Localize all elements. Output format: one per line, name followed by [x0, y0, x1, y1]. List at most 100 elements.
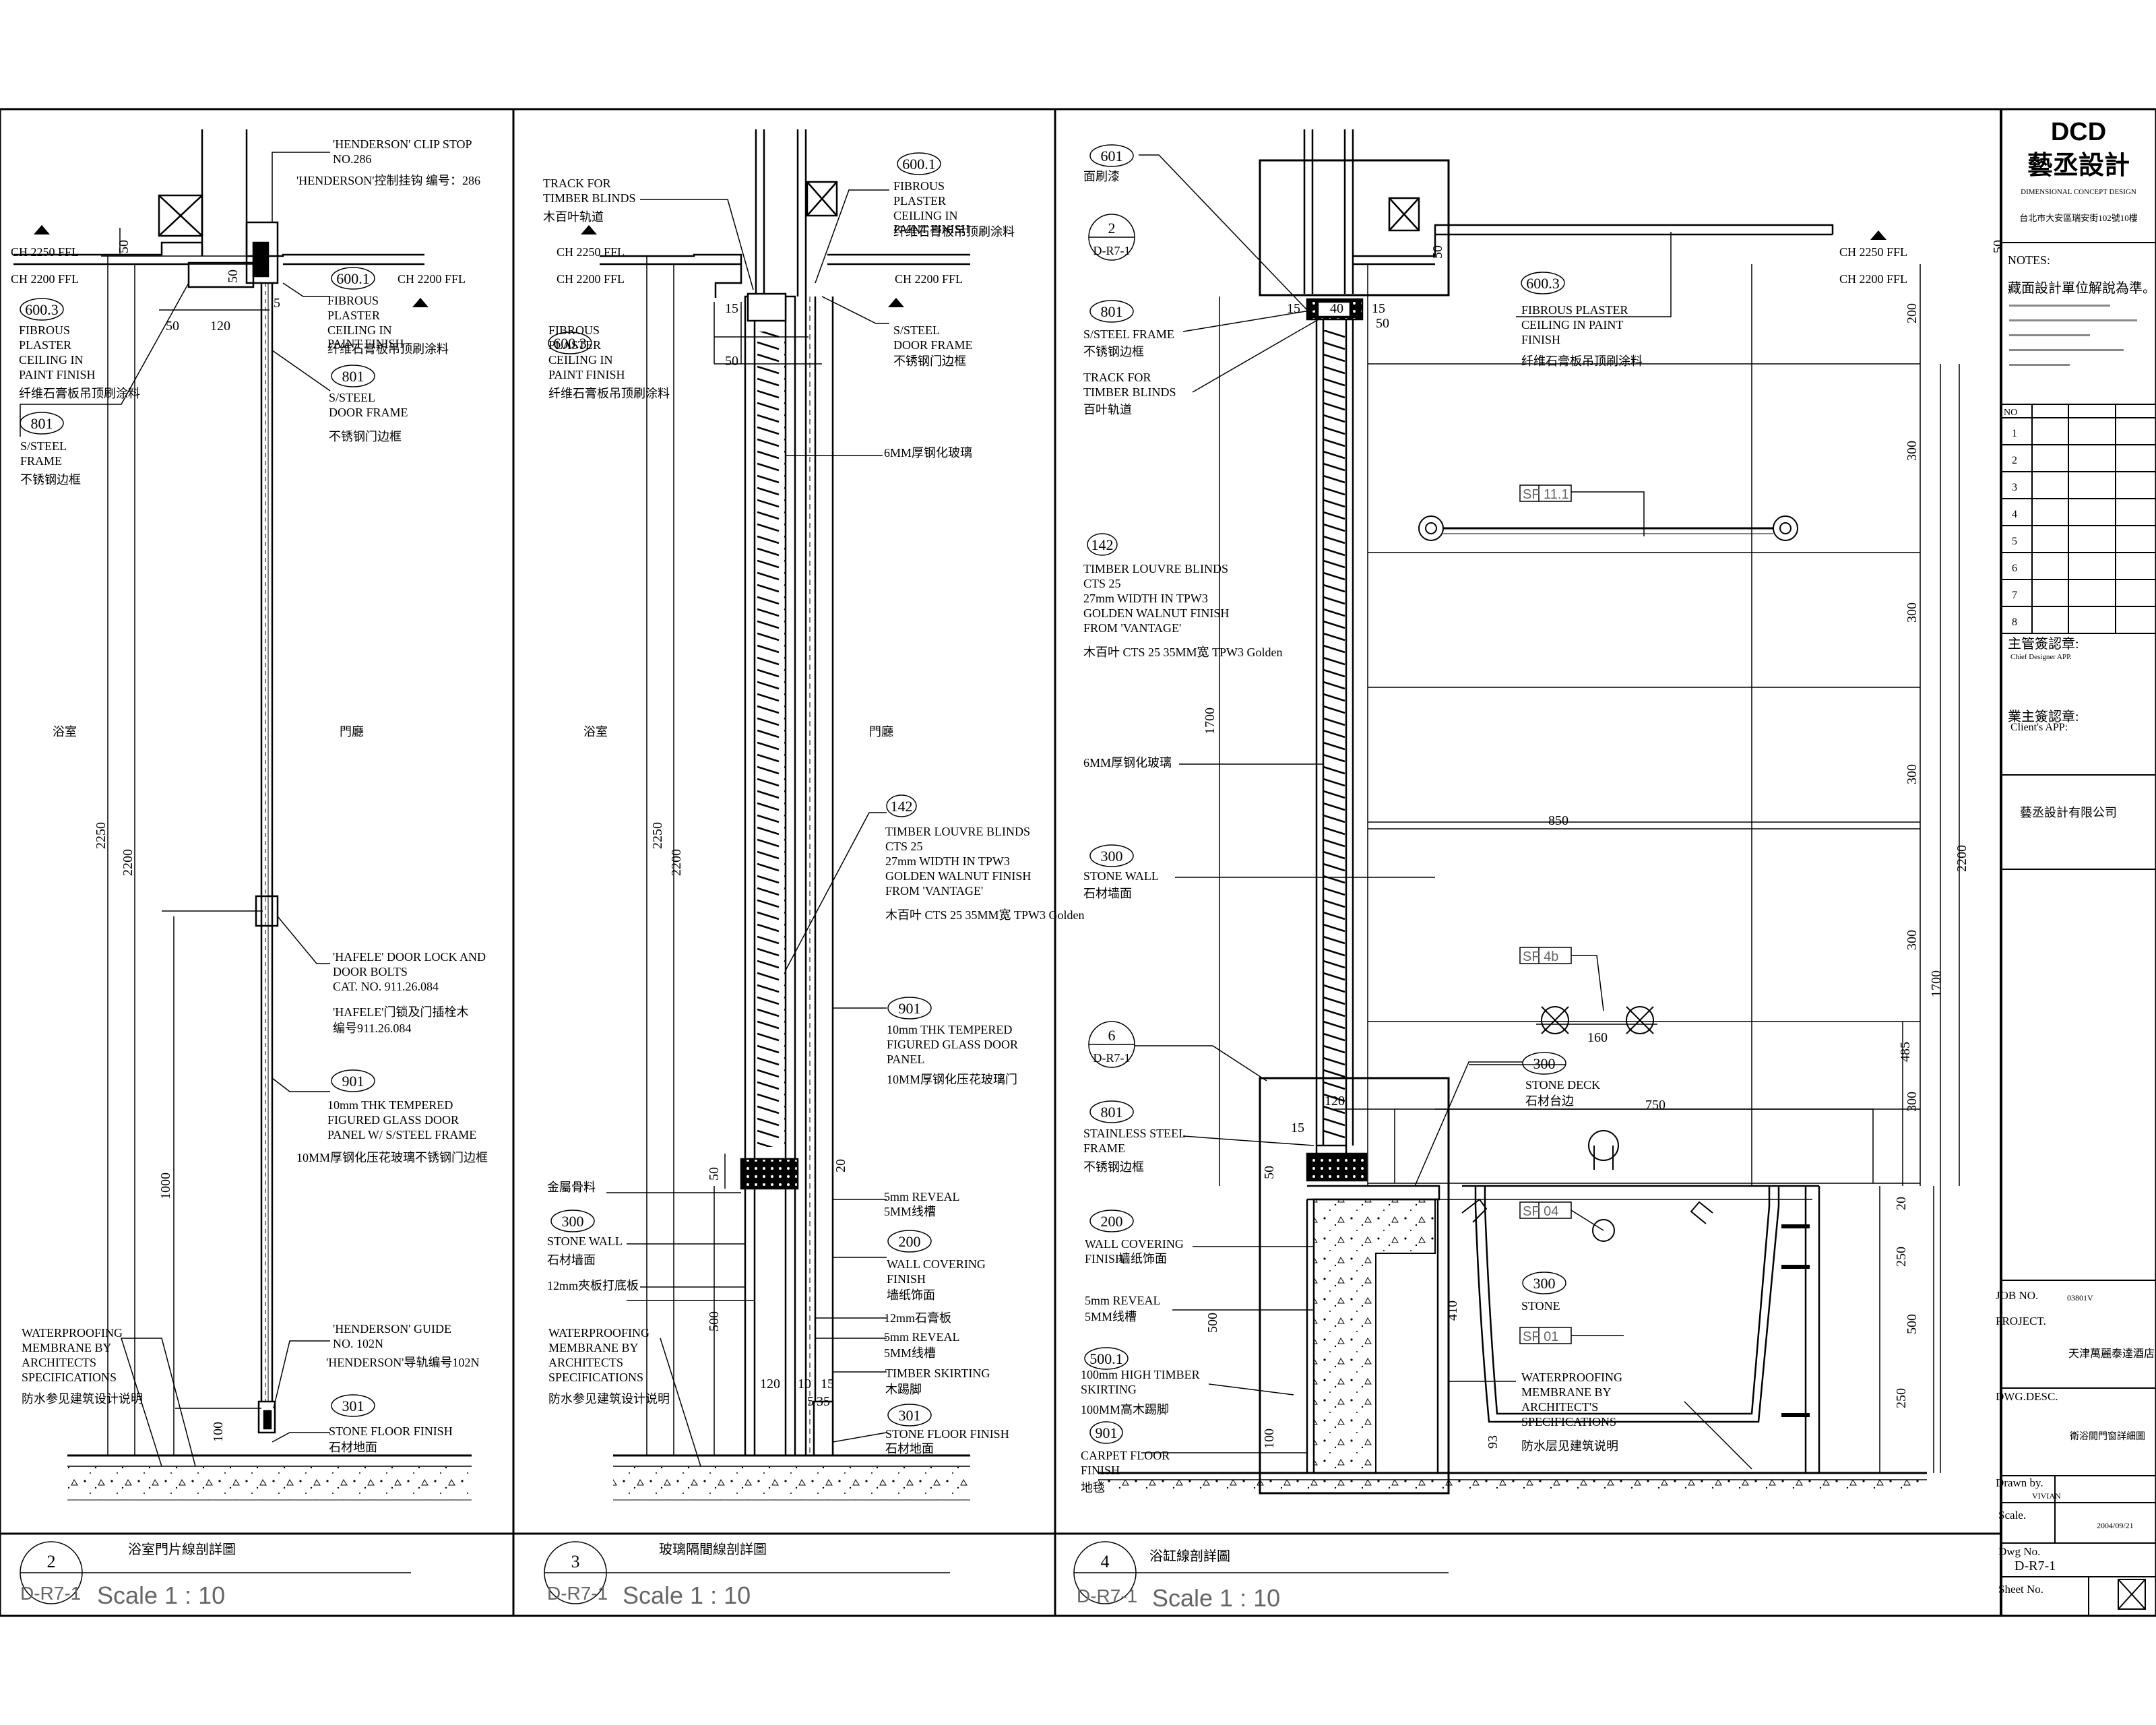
- note-ss-door-frame: DOOR FRAME: [329, 406, 408, 419]
- note-reveal: 5mm REVEAL: [884, 1190, 960, 1203]
- detail-4-levels: CH 2250 FFL CH 2200 FFL: [1839, 230, 1907, 286]
- company-name-cn: 藝丞設計: [2027, 152, 2130, 180]
- tag-300: 300: [562, 1213, 584, 1230]
- revision-number: 6: [2012, 563, 2017, 574]
- note-track: TRACK FOR: [1083, 371, 1151, 384]
- note-fp-right-cn: 纤维石膏板吊顶刷涂料: [327, 342, 449, 356]
- drawing-date: 2004/09/21: [2097, 1521, 2134, 1530]
- dim-120: 120: [210, 319, 230, 334]
- tag-600-3: 600.3: [25, 301, 59, 318]
- callout-6-ref: D-R7-1: [1093, 1051, 1131, 1065]
- note-track-cn: 百叶轨道: [1083, 403, 1132, 416]
- detail-4-dimensions: 1700 2200 1700 850 160 750 485 410 500 2…: [1203, 240, 2006, 1449]
- note-waterproofing: MEMBRANE BY: [1521, 1385, 1612, 1399]
- company-address: 台北市大安區瑞安街102號10樓: [2019, 213, 2138, 223]
- dim-50-left: 50: [166, 319, 179, 334]
- tag-600-1: 600.1: [902, 156, 936, 172]
- detail-3-caption: 3 D-R7-1 Scale 1 : 10 玻璃隔間線剖詳圖: [544, 1541, 950, 1609]
- detail-4-caption: 4 D-R7-1 Scale 1 : 10 浴缸線剖詳圖: [1073, 1541, 1449, 1612]
- dim-5: 5: [807, 1394, 814, 1409]
- note-skirting: 100mm HIGH TIMBER: [1081, 1368, 1200, 1381]
- level-ch-2250: CH 2250 FFL: [1839, 245, 1907, 259]
- project-label: PROJECT.: [1996, 1315, 2046, 1327]
- dwg-no-label: Dwg No.: [1998, 1545, 2040, 1558]
- sf-tag-01: SF 01: [1523, 1329, 1558, 1344]
- detail-3-notes: TRACK FOR TIMBER BLINDS 木百叶轨道 FIBROUS PL…: [543, 177, 1085, 1455]
- caption-ref: D-R7-1: [20, 1583, 81, 1604]
- note-6mm-glass: 6MM厚钢化玻璃: [884, 446, 972, 460]
- tag-500-1: 500.1: [1089, 1350, 1123, 1367]
- detail-2-tags: [20, 267, 375, 1417]
- note-reveal: 5mm REVEAL: [1085, 1294, 1161, 1307]
- caption-scale: Scale 1 : 10: [623, 1581, 751, 1609]
- room-label-bath: 浴室: [583, 725, 608, 739]
- dim-15-b: 15: [821, 1377, 834, 1391]
- level-ch-2200-right: CH 2200 FFL: [398, 272, 466, 286]
- caption-ref: D-R7-1: [547, 1583, 608, 1604]
- note-stone-wall-cn: 石材墙面: [1083, 887, 1132, 900]
- tag-801: 801: [31, 415, 53, 432]
- sf-tag-04: SF 04: [1523, 1204, 1558, 1219]
- revision-number: 7: [2012, 590, 2017, 601]
- note-plywood: 12mm夾板打底板: [547, 1279, 639, 1292]
- note-ss-door-frame-cn: 不锈钢门边框: [893, 354, 966, 368]
- dim-100: 100: [1262, 1429, 1277, 1449]
- tag-200: 200: [899, 1233, 921, 1250]
- note-fp-right: CEILING IN: [893, 209, 957, 222]
- job-no: 03801V: [2067, 1293, 2093, 1303]
- note-waterproofing-cn: 防水参见建筑设计说明: [548, 1392, 670, 1406]
- note-ss-door-frame: S/STEEL: [329, 391, 375, 404]
- caption-number: 4: [1101, 1552, 1110, 1571]
- tag-300: 300: [1101, 848, 1123, 865]
- note-reveal-cn: 5MM线槽: [884, 1205, 936, 1218]
- note-louvre: CTS 25: [885, 840, 923, 853]
- detail-4: 1700 2200 1700 850 160 750 485 410 500 2…: [1073, 129, 2006, 1612]
- revision-number: 1: [2012, 428, 2017, 439]
- sheet-frame: [0, 108, 2156, 1617]
- dim-93: 93: [1486, 1435, 1500, 1449]
- sf-tag-11-1: SF 11.1: [1523, 487, 1569, 502]
- level-ch-2250: CH 2250 FFL: [557, 245, 625, 259]
- detail-2-notes: 'HENDERSON' CLIP STOP NO.286 'HENDERSON'…: [19, 137, 488, 1454]
- revision-col-no: NO: [2004, 408, 2017, 418]
- note-wall-covering: FINISH: [887, 1272, 926, 1286]
- client-en: Client's APP:: [2010, 722, 2068, 733]
- tag-142: 142: [891, 798, 913, 815]
- dim-50-top: 50: [1430, 245, 1445, 259]
- note-fp-right: CEILING IN: [327, 323, 391, 337]
- dim-50-head: 50: [226, 270, 241, 283]
- note-601: 面刷漆: [1083, 170, 1120, 183]
- note-fp-left-cn: 纤维石膏板吊顶刷涂料: [548, 386, 670, 400]
- dim-2200: 2200: [1955, 845, 1969, 872]
- dim-1700-right: 1700: [1929, 970, 1944, 997]
- note-fp-left: FIBROUS: [19, 323, 70, 337]
- detail-2-caption: 2 D-R7-1 Scale 1 : 10 浴室門片線剖詳圖: [20, 1541, 411, 1609]
- note-glass-door-cn: 10MM厚钢化压花玻璃不锈钢门边框: [296, 1151, 488, 1164]
- tag-600-3: 600.3: [1526, 275, 1560, 292]
- dim-15-c: 15: [1291, 1121, 1304, 1135]
- note-louvre: GOLDEN WALNUT FINISH: [885, 869, 1031, 883]
- note-carpet: FINISH: [1081, 1464, 1120, 1477]
- tag-600-1: 600.1: [336, 270, 370, 287]
- note-stone-wall: STONE WALL: [547, 1234, 623, 1248]
- note-carpet: CARPET FLOOR: [1081, 1449, 1170, 1462]
- note-fp-left: CEILING IN: [548, 353, 612, 367]
- callout-6-number: 6: [1108, 1027, 1116, 1044]
- note-fp-right: PLASTER: [893, 194, 946, 208]
- dim-300-a: 300: [1905, 441, 1920, 461]
- dim-35: 35: [817, 1394, 830, 1409]
- note-door-lock-cn: 编号911.26.084: [333, 1022, 411, 1035]
- note-waterproofing: ARCHITECTS: [22, 1356, 96, 1369]
- note-waterproofing: SPECIFICATIONS: [1521, 1415, 1616, 1429]
- dim-300-c: 300: [1905, 764, 1920, 784]
- note-fp-right: PLASTER: [327, 309, 380, 322]
- dim-2200: 2200: [669, 849, 684, 876]
- dim-50-c: 50: [1262, 1166, 1277, 1179]
- revision-number: 3: [2012, 482, 2017, 493]
- detail-2: 2250 2200 1000 50 120 50 100 50 5 7 CH 2…: [11, 129, 488, 1609]
- note-guide: 'HENDERSON' GUIDE: [333, 1322, 451, 1336]
- tag-801-b: 801: [1101, 1104, 1123, 1121]
- sf-tag-4b: SF 4b: [1523, 949, 1558, 964]
- note-ss-door-frame-cn: 不锈钢门边框: [329, 430, 402, 443]
